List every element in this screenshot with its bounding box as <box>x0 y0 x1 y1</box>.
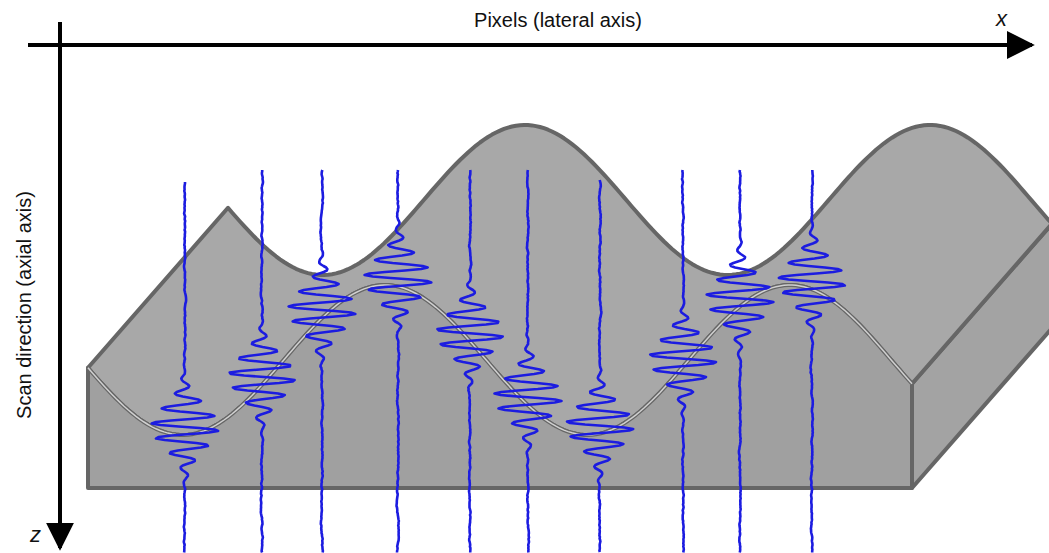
axis-label: Pixels (lateral axis) <box>474 8 642 32</box>
edge-highlight <box>88 285 912 435</box>
interferogram <box>707 170 774 553</box>
axis-symbol: x <box>996 6 1007 32</box>
interferogram <box>779 170 845 553</box>
interferogram <box>567 180 633 552</box>
interferograms <box>152 170 845 553</box>
x-axis <box>28 43 1032 47</box>
interferogram <box>289 170 356 553</box>
axis-symbol: z <box>30 522 41 548</box>
sample-front <box>88 285 912 488</box>
interferogram <box>152 182 218 553</box>
interferogram <box>495 170 562 553</box>
interferogram <box>650 170 716 553</box>
axis-label: Scan direction (axial axis) <box>12 191 36 419</box>
interferogram <box>365 170 432 553</box>
interferogram <box>230 170 295 553</box>
z-axis <box>58 22 62 548</box>
interferogram <box>438 170 503 553</box>
